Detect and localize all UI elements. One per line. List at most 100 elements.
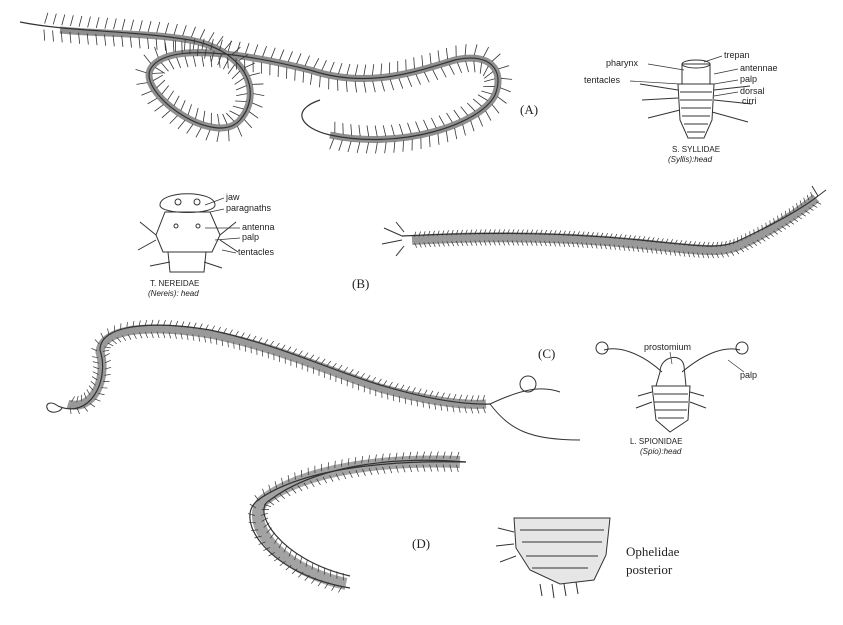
bristle: [196, 128, 201, 138]
bristle: [347, 64, 350, 75]
bristle: [228, 65, 234, 74]
bristle: [314, 58, 319, 68]
bristle: [355, 64, 357, 75]
bristle: [357, 142, 360, 153]
syllidae-head-drawing: [640, 60, 752, 138]
bristle: [484, 72, 493, 79]
bristle: [155, 47, 159, 58]
bristle: [339, 140, 343, 151]
bristle: [88, 17, 91, 28]
bristle: [484, 79, 495, 82]
bristle: [108, 343, 114, 346]
bristle: [168, 91, 174, 100]
bristle: [237, 42, 240, 53]
bristle: [416, 74, 421, 84]
bristle: [416, 122, 420, 132]
bristle: [79, 16, 82, 27]
bristle: [148, 98, 158, 104]
bristle: [373, 81, 376, 92]
bristle: [152, 73, 163, 74]
spionidae-caption-genus: (Spio):head: [640, 447, 682, 456]
bristle: [181, 100, 185, 110]
bristle: [474, 61, 475, 72]
bristle: [162, 85, 169, 94]
bristle: [136, 69, 147, 72]
ophelidae-worm-drawing: [248, 452, 466, 593]
syllidae-label-palp: palp: [740, 74, 757, 84]
bristle: [236, 94, 247, 96]
bristle: [157, 80, 165, 88]
bristle: [463, 125, 466, 136]
bristle: [372, 64, 373, 75]
bristle: [390, 80, 394, 91]
bristle: [498, 66, 509, 69]
bristle: [478, 116, 482, 126]
bristle: [446, 48, 447, 59]
bristle: [235, 101, 246, 102]
bristle: [87, 389, 90, 394]
bristle: [492, 54, 500, 61]
bristle: [233, 106, 244, 109]
nereidae-label-palp: palp: [242, 232, 259, 242]
spionidae-label-palp: palp: [740, 370, 757, 380]
ophelidae-label-line1: Ophelidae: [626, 544, 680, 559]
bristle: [430, 53, 431, 64]
bristle: [338, 63, 342, 74]
bristle: [139, 20, 142, 31]
bristle: [206, 130, 210, 140]
nereidae-label-paragnaths: paragnaths: [226, 203, 272, 213]
bristle: [310, 74, 311, 85]
bristle: [446, 131, 448, 142]
bristle: [203, 111, 205, 122]
bristle: [173, 41, 174, 52]
bristle: [441, 67, 446, 77]
bristle: [193, 56, 195, 67]
bristle: [188, 104, 192, 115]
bristle: [375, 125, 377, 136]
bristle: [366, 142, 368, 153]
panel-label-c: (C): [538, 346, 555, 361]
bristle: [165, 23, 168, 34]
nereidae-worm-drawing: [382, 186, 826, 258]
bristle: [177, 58, 181, 68]
bristle: [414, 57, 415, 68]
bristle: [348, 141, 351, 152]
ophelidae-label-line2: posterior: [626, 562, 673, 577]
nereidae-label-antenna: antenna: [242, 222, 275, 232]
bristle: [174, 24, 177, 35]
bristle: [45, 13, 48, 24]
bristle: [501, 78, 512, 79]
syllidae-caption-genus: (Syllis):head: [668, 155, 713, 164]
bristle: [185, 56, 188, 67]
bristle: [122, 19, 125, 30]
spionidae-caption-taxon: L. SPIONIDAE: [630, 437, 682, 446]
bristle: [364, 65, 366, 76]
nereidae-head-drawing: [138, 194, 238, 272]
bristle: [449, 65, 454, 75]
bristle: [376, 142, 378, 153]
bristle: [383, 125, 386, 136]
bristle: [466, 61, 469, 72]
bristle: [183, 25, 187, 36]
bristle: [483, 47, 488, 57]
bristle: [141, 91, 151, 95]
bristle: [467, 103, 475, 111]
bristle: [422, 55, 423, 66]
bristle: [113, 35, 114, 46]
bristle: [438, 134, 439, 145]
bristle: [148, 38, 149, 49]
bristle: [492, 104, 499, 113]
bristle: [191, 27, 195, 37]
bristle: [130, 36, 131, 47]
bristle: [155, 105, 164, 112]
syllidae-label-dorsal: dorsal: [740, 86, 765, 96]
bristle: [156, 39, 157, 50]
bristle: [228, 41, 231, 52]
bristle: [112, 340, 117, 344]
bristle: [433, 70, 438, 80]
bristle: [90, 403, 95, 407]
bristle: [497, 97, 506, 104]
bristle: [136, 83, 147, 85]
bristle: [200, 29, 205, 39]
bristle: [461, 107, 468, 116]
